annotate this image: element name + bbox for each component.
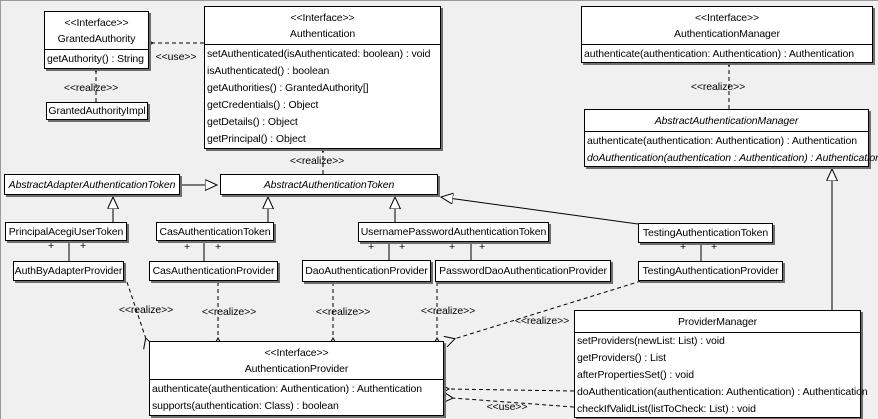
method-label: doAuthentication(authentication : Authen… <box>587 151 878 164</box>
method-label: supports(authentication: Class) : boolea… <box>152 400 339 413</box>
password-dao-authentication-provider-class: PasswordDaoAuthenticationProvider <box>435 260 611 282</box>
class-title-compartment: <<Interface>> GrantedAuthority <box>45 12 148 50</box>
dao-authentication-provider-class: DaoAuthenticationProvider <box>302 260 431 282</box>
cas-authentication-provider-class: CasAuthenticationProvider <box>149 261 278 281</box>
authentication-manager-interface: <<Interface>> AuthenticationManager authen… <box>581 6 873 63</box>
class-title-compartment: <<Interface>> AuthenticationManager <box>582 7 872 45</box>
class-name: UsernamePasswordAuthenticationToken <box>360 226 547 238</box>
class-title-compartment: ProviderManager <box>575 311 860 333</box>
generalization-connector <box>441 197 639 225</box>
abstract-authentication-token-class: AbstractAuthenticationToken <box>220 174 438 195</box>
stereotype-label: <<Interface>> <box>64 16 129 29</box>
class-name: AuthByAdapterProvider <box>14 265 123 277</box>
class-name: AuthenticationProvider <box>244 362 349 375</box>
method-compartment: getAuthority() : String <box>45 50 148 68</box>
class-title-compartment: AuthByAdapterProvider <box>14 262 123 280</box>
method-label: authenticate(authentication: Authenticat… <box>587 134 858 147</box>
class-title-compartment: CasAuthenticationProvider <box>150 262 277 280</box>
class-title-compartment: TestingAuthenticationProvider <box>639 262 782 280</box>
method-label: checkIfValidList(listToCheck: List) : vo… <box>577 402 756 415</box>
class-name: TestingAuthenticationProvider <box>642 265 779 277</box>
auth-by-adapter-provider-class: AuthByAdapterProvider <box>13 261 124 281</box>
class-title-compartment: DaoAuthenticationProvider <box>303 261 430 281</box>
class-name: PrincipalAcegiUserToken <box>8 225 124 238</box>
class-title-compartment: PrincipalAcegiUserToken <box>6 223 126 240</box>
granted-authority-interface: <<Interface>> GrantedAuthority getAuthorit… <box>44 11 149 69</box>
class-name: CasAuthenticationProvider <box>152 265 275 277</box>
class-name: Authentication <box>289 27 356 40</box>
class-name: GrantedAuthorityImpl <box>48 105 146 117</box>
method-compartment: authenticate(authentication: Authenticat… <box>150 380 443 415</box>
class-title-compartment: PasswordDaoAuthenticationProvider <box>436 261 610 281</box>
class-title-compartment: AbstractAdapterAuthenticationToken <box>5 175 179 194</box>
method-label: getProviders() : List <box>577 352 666 365</box>
method-label: doAuthentication(authentication: Authent… <box>577 385 868 398</box>
class-title-compartment: CasAuthenticationToken <box>157 223 273 240</box>
class-title-compartment: GrantedAuthorityImpl <box>47 103 147 119</box>
realize-connector <box>454 280 642 339</box>
class-title-compartment: TestingAuthenticationToken <box>639 224 772 242</box>
granted-authority-impl-class: GrantedAuthorityImpl <box>46 102 148 120</box>
method-label: authenticate(authentication: Authenticat… <box>152 382 423 395</box>
class-name: GrantedAuthority <box>57 32 136 45</box>
class-name: PasswordDaoAuthenticationProvider <box>439 265 607 277</box>
class-name: AuthenticationManager <box>674 27 780 40</box>
method-label: getPrincipal() : Object <box>207 133 306 146</box>
class-title-compartment: UsernamePasswordAuthenticationToken <box>359 223 548 241</box>
class-name: AbstractAdapterAuthenticationToken <box>8 178 176 191</box>
method-label: getAuthority() : String <box>47 53 144 65</box>
method-label: getAuthorities() : GrantedAuthority[] <box>207 81 369 94</box>
stereotype-label: <<Interface>> <box>264 346 329 359</box>
method-label: setAuthenticated(isAuthenticated: boolea… <box>207 47 431 60</box>
method-label: authenticate(authentication: Authenticat… <box>584 47 855 60</box>
principal-acegi-user-token-class: PrincipalAcegiUserToken <box>5 222 127 241</box>
method-label: isAuthenticated() : boolean <box>207 64 330 77</box>
method-compartment: setAuthenticated(isAuthenticated: boolea… <box>205 45 440 148</box>
stereotype-label: <<Interface>> <box>694 11 760 24</box>
abstract-authentication-manager-class: AbstractAuthenticationManager authenticat… <box>584 109 878 167</box>
class-title-compartment: <<Interface>> Authentication <box>205 7 440 45</box>
stereotype-label: <<Interface>> <box>290 11 355 24</box>
authentication-provider-interface: <<Interface>> AuthenticationProvider authe… <box>149 341 444 416</box>
method-label: setProviders(newList: List) : void <box>577 335 725 348</box>
class-name: TestingAuthenticationToken <box>642 227 769 239</box>
class-title-compartment: AbstractAuthenticationToken <box>221 175 437 194</box>
class-title-compartment: <<Interface>> AuthenticationProvider <box>150 342 443 380</box>
class-name: DaoAuthenticationProvider <box>305 265 428 277</box>
class-name: AbstractAuthenticationToken <box>263 178 395 191</box>
method-compartment: authenticate(authentication: Authenticat… <box>582 45 872 62</box>
class-name: ProviderManager <box>677 315 758 328</box>
method-compartment: authenticate(authentication: Authenticat… <box>585 132 878 166</box>
class-name: AbstractAuthenticationManager <box>654 114 799 127</box>
username-password-authentication-token-class: UsernamePasswordAuthenticationToken <box>358 222 549 242</box>
cas-authentication-token-class: CasAuthenticationToken <box>156 222 274 241</box>
use-connector <box>452 398 575 408</box>
method-label: getDetails() : Object <box>207 116 298 129</box>
method-label: afterPropertiesSet() : void <box>577 368 694 381</box>
class-title-compartment: AbstractAuthenticationManager <box>585 110 868 132</box>
testing-authentication-provider-class: TestingAuthenticationProvider <box>638 261 783 281</box>
method-compartment: setProviders(newList: List) : void getPro… <box>575 333 868 417</box>
realize-connector <box>126 281 146 339</box>
method-label: getCredentials() : Object <box>207 99 319 112</box>
use-connector <box>448 389 575 391</box>
testing-authentication-token-class: TestingAuthenticationToken <box>638 223 773 243</box>
provider-manager-class: ProviderManager setProviders(newList: Lis… <box>574 310 868 418</box>
authentication-interface: <<Interface>> Authentication setAuthentica… <box>204 6 441 149</box>
abstract-adapter-authentication-token-class: AbstractAdapterAuthenticationToken <box>4 174 180 195</box>
class-name: CasAuthenticationToken <box>159 225 271 238</box>
